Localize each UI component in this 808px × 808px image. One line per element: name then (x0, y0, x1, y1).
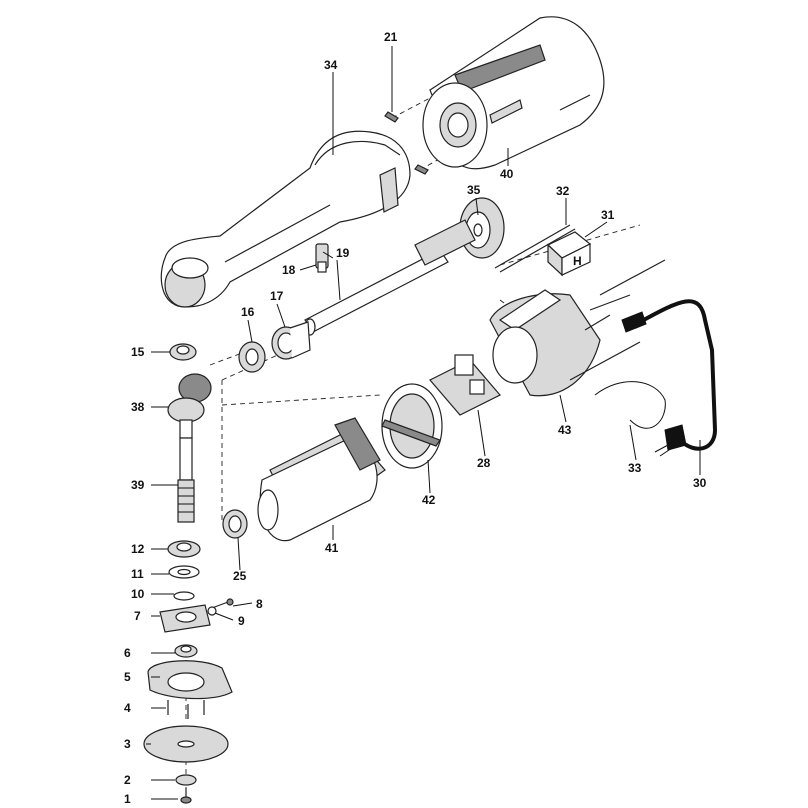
label-part-10: 10 (131, 587, 145, 601)
label-part-31: 31 (601, 208, 615, 222)
label-part-21: 21 (384, 30, 398, 44)
part-4-screws (167, 700, 205, 719)
part-3-disc (143, 725, 229, 763)
part-12-bearing (167, 540, 201, 558)
part-18-brush (315, 243, 329, 273)
label-part-6: 6 (124, 646, 131, 660)
label-part-43: 43 (558, 423, 572, 437)
label-part-17: 17 (270, 289, 284, 303)
part-6-nut (174, 644, 198, 658)
part-40-motor-housing (422, 16, 605, 170)
part-17-worm (271, 321, 311, 360)
part-7-flange (159, 604, 211, 633)
part-43-main-housing (489, 289, 611, 397)
label-part-8: 8 (256, 597, 263, 611)
part-41-motor (257, 417, 386, 542)
label-part-42: 42 (422, 493, 436, 507)
label-part-9: 9 (238, 614, 245, 628)
label-part-35: 35 (467, 183, 481, 197)
callout-labels: 1 2 3 4 5 6 7 8 9 10 11 12 15 16 17 18 1… (124, 30, 707, 806)
part-2-nut (175, 774, 197, 786)
part-38-bevel-gear (167, 373, 212, 439)
part-5-guard (147, 660, 233, 700)
label-part-11: 11 (131, 567, 144, 581)
label-part-34: 34 (324, 58, 338, 72)
label-part-32: 32 (556, 184, 570, 198)
label-part-40: 40 (500, 167, 514, 181)
label-part-3: 3 (124, 737, 131, 751)
label-part-5: 5 (124, 670, 131, 684)
label-part-38: 38 (131, 400, 145, 414)
part-32-long-screws (494, 224, 666, 381)
part-25-bearing (222, 509, 248, 539)
switch-letter: H (573, 254, 582, 268)
part-1-screw (180, 788, 192, 804)
label-part-39: 39 (131, 478, 145, 492)
part-34-gear-housing (160, 130, 411, 308)
part-19-drive-shaft (304, 219, 476, 336)
part-8-screw (211, 598, 234, 609)
label-part-4: 4 (124, 701, 131, 715)
label-part-19: 19 (336, 246, 350, 260)
screw-21 (384, 111, 429, 175)
part-15-bearing (169, 343, 197, 361)
part-31-switch: H (546, 231, 592, 277)
part-33-clip (594, 381, 666, 429)
part-30-power-cord (621, 299, 718, 457)
part-28-circuit-board (429, 354, 501, 416)
part-10-circlip (173, 591, 195, 601)
part-39-spindle (177, 437, 195, 523)
leader-lines (146, 46, 701, 800)
part-42-fan-ring (381, 383, 443, 469)
label-part-30: 30 (693, 476, 707, 490)
label-part-7: 7 (134, 609, 141, 623)
part-16-bearing (238, 341, 266, 373)
label-part-15: 15 (131, 345, 145, 359)
part-9-washer (207, 606, 217, 616)
label-part-41: 41 (325, 541, 339, 555)
label-part-18: 18 (282, 263, 296, 277)
label-part-2: 2 (124, 773, 131, 787)
label-part-1: 1 (124, 792, 131, 806)
part-35-gear-wheel (459, 197, 505, 259)
part-11-washer (168, 565, 200, 579)
label-part-25: 25 (233, 569, 247, 583)
label-part-16: 16 (241, 305, 255, 319)
label-part-12: 12 (131, 542, 145, 556)
label-part-33: 33 (628, 461, 642, 475)
label-part-28: 28 (477, 456, 491, 470)
